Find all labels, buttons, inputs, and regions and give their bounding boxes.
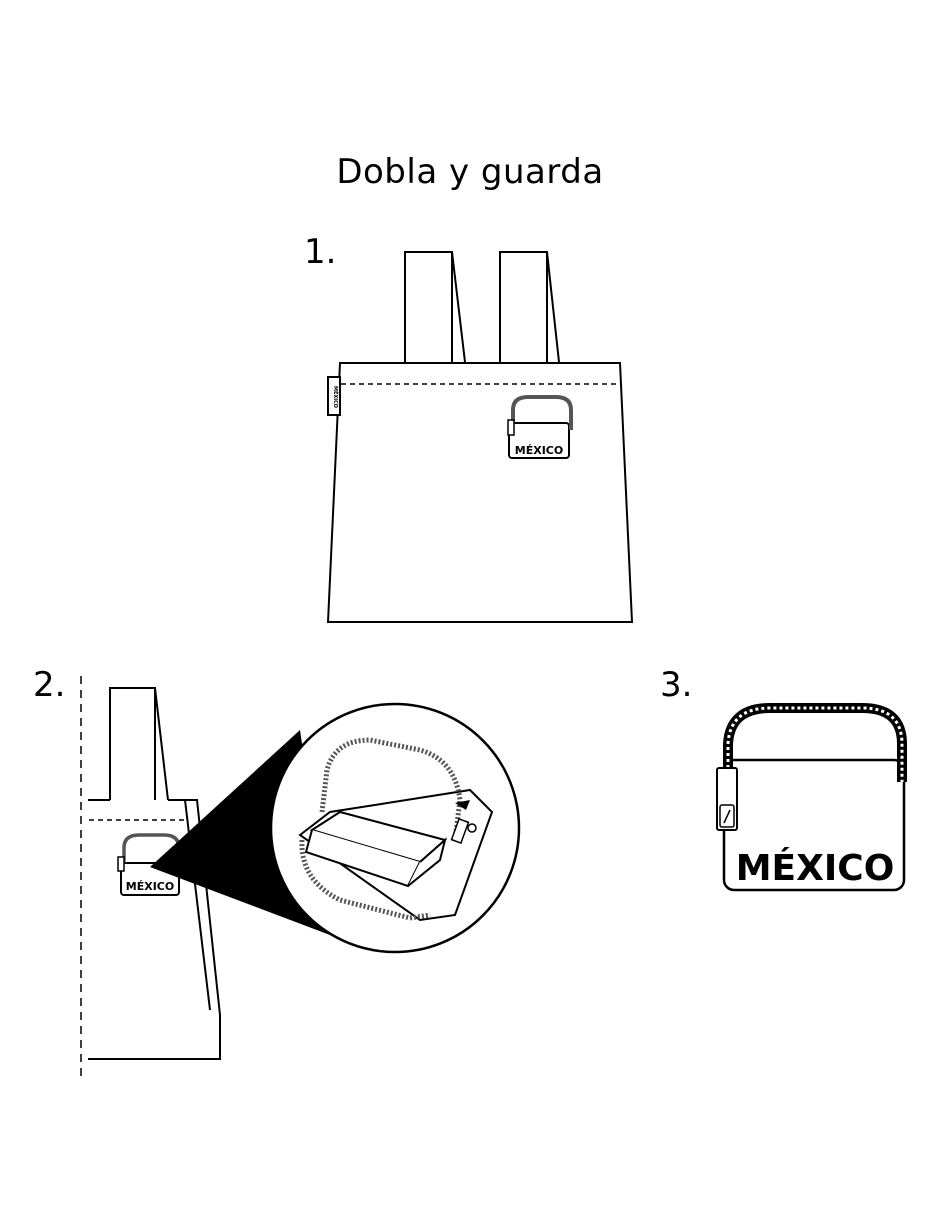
step-1-tote-bag xyxy=(326,251,634,623)
pocket xyxy=(508,422,570,459)
step-3-number: 3. xyxy=(660,665,693,705)
bag-body xyxy=(326,362,634,623)
side-tag-text: MÉXICO xyxy=(332,386,340,408)
step-2-folded-bag xyxy=(80,676,221,1080)
pocket-logo-step-1: MÉXICO xyxy=(515,444,563,457)
pocket-zipper xyxy=(511,395,573,430)
zoom-detail xyxy=(269,702,521,954)
diagram-title: Dobla y guarda xyxy=(336,152,604,192)
side-tag xyxy=(327,376,341,416)
step-3-pouch xyxy=(716,703,907,892)
step-2-number: 2. xyxy=(33,665,66,705)
pocket-logo-step-2: MÉXICO xyxy=(126,880,174,893)
step-1-number: 1. xyxy=(304,232,337,272)
left-handle xyxy=(404,251,466,363)
right-handle xyxy=(499,251,560,363)
pouch-logo-step-3: MÉXICO xyxy=(736,847,895,889)
